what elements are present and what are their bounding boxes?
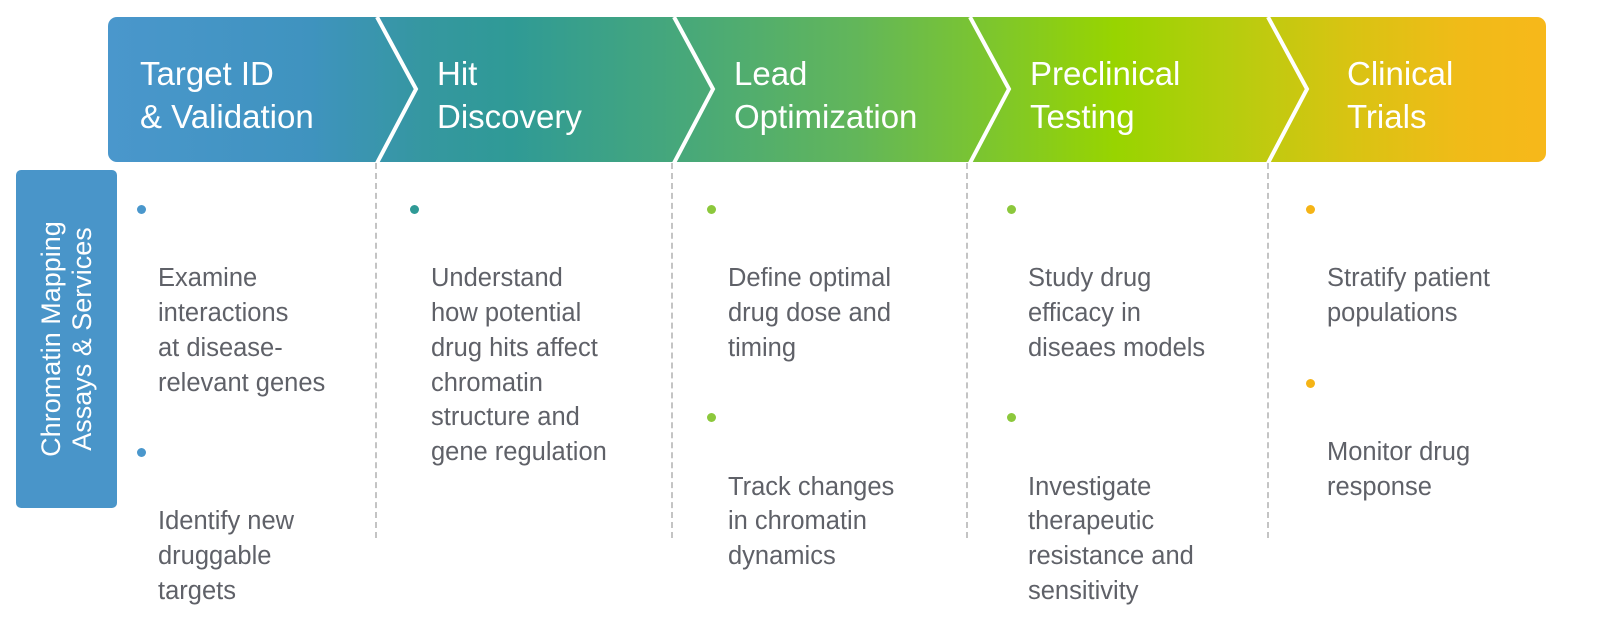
bullet-icon — [137, 205, 146, 214]
item-text: Track changes in chromatin dynamics — [728, 472, 895, 571]
item-text: Understand how potential drug hits affec… — [431, 264, 607, 466]
bullet-icon — [137, 447, 146, 457]
stage-title-preclinical-testing: Preclinical Testing — [1030, 55, 1181, 135]
list-item: Monitor drug response — [1306, 366, 1490, 505]
list-item: Track changes in chromatin dynamics — [707, 400, 894, 574]
item-text: Examine interactions at disease- relevan… — [158, 264, 326, 397]
list-item: Define optimal drug dose and timing — [707, 192, 894, 366]
chevron-separators — [375, 16, 1310, 164]
stage-column-lead-optimization: Define optimal drug dose and timing Trac… — [707, 192, 894, 608]
column-divider — [966, 163, 968, 538]
list-item: Stratify patient populations — [1306, 192, 1490, 331]
bullet-icon — [410, 205, 419, 214]
chevron-icon — [1266, 16, 1310, 164]
chevron-icon — [375, 16, 419, 164]
item-text: Define optimal drug dose and timing — [728, 264, 892, 362]
stage-title-hit-discovery: Hit Discovery — [437, 55, 582, 135]
stage-title-lead-optimization: Lead Optimization — [734, 55, 918, 135]
column-divider — [375, 163, 377, 538]
list-item: Identify new druggable targets — [137, 435, 325, 609]
row-label: Chromatin Mapping Assays & Services — [35, 221, 97, 457]
item-text: Stratify patient populations — [1327, 264, 1490, 328]
row-label-box: Chromatin Mapping Assays & Services — [16, 170, 117, 508]
stage-title-clinical-trials: Clinical Trials — [1347, 55, 1454, 135]
item-text: Monitor drug response — [1327, 437, 1471, 501]
stage-column-hit-discovery: Understand how potential drug hits affec… — [410, 192, 607, 504]
item-text: Study drug efficacy in diseaes models — [1028, 264, 1206, 362]
item-text: Investigate therapeutic resistance and s… — [1028, 472, 1194, 605]
bullet-icon — [707, 205, 716, 214]
stage-column-target-id: Examine interactions at disease- relevan… — [137, 192, 325, 643]
stage-title-target-id: Target ID & Validation — [140, 55, 314, 135]
list-item: Understand how potential drug hits affec… — [410, 192, 607, 470]
list-item: Investigate therapeutic resistance and s… — [1007, 400, 1205, 608]
bullet-icon — [1306, 205, 1315, 214]
stage-column-clinical-trials: Stratify patient populations Monitor dru… — [1306, 192, 1490, 539]
bullet-icon — [1306, 378, 1315, 388]
bullet-icon — [707, 413, 716, 423]
list-item: Study drug efficacy in diseaes models — [1007, 192, 1205, 366]
item-text: Identify new druggable targets — [158, 507, 295, 605]
chevron-icon — [672, 16, 716, 164]
column-divider — [671, 163, 673, 538]
column-divider — [1267, 163, 1269, 538]
bullet-icon — [1007, 413, 1016, 423]
bullet-icon — [1007, 205, 1016, 214]
list-item: Examine interactions at disease- relevan… — [137, 192, 325, 400]
stage-column-preclinical-testing: Study drug efficacy in diseaes models In… — [1007, 192, 1205, 643]
chevron-icon — [968, 16, 1012, 164]
